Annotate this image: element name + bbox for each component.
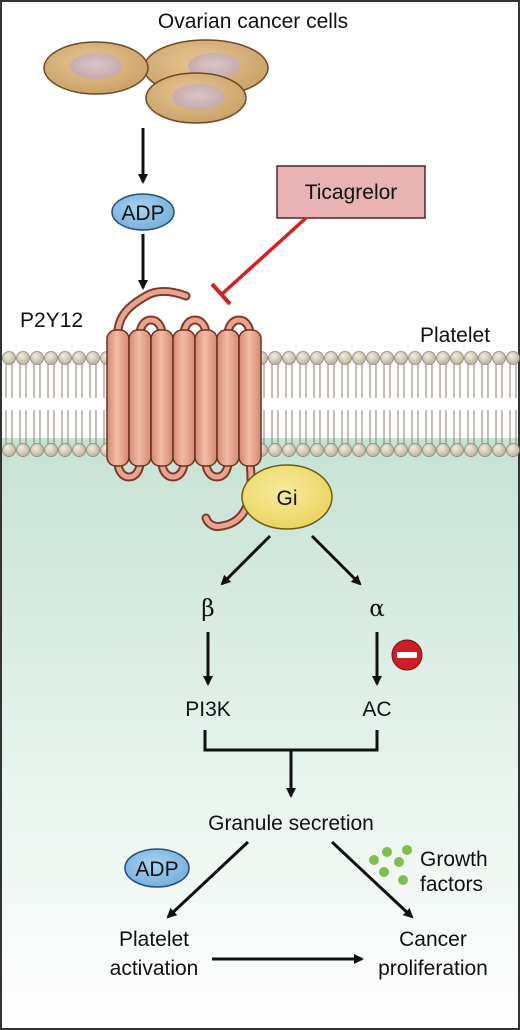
- adp-top-label: ADP: [121, 202, 164, 225]
- lipid-head: [282, 351, 296, 365]
- transmembrane-helix-3: [150, 329, 174, 467]
- lipid-head: [338, 443, 352, 457]
- lipid-head: [268, 351, 282, 365]
- pi3k-label: PI3K: [185, 698, 231, 721]
- lipid-head: [282, 443, 296, 457]
- lipid-head: [366, 443, 380, 457]
- platelet-activation-label-line2: activation: [110, 957, 199, 980]
- lipid-head: [86, 443, 100, 457]
- transmembrane-helix-6: [216, 329, 240, 467]
- lipid-head: [30, 351, 44, 365]
- lipid-head: [324, 351, 338, 365]
- arrow-granule-to-proliferation: [330, 840, 414, 919]
- lipid-head: [2, 443, 16, 457]
- lipid-head: [408, 351, 422, 365]
- arrow-gi-to-beta: [220, 534, 272, 586]
- transmembrane-helix-7: [238, 329, 262, 467]
- lipid-head: [16, 443, 30, 457]
- transmembrane-helix-4: [172, 329, 196, 467]
- platelet-activation-label-line1: Platelet: [119, 928, 189, 951]
- growth-factors-icon: [369, 845, 412, 885]
- lipid-head: [394, 351, 408, 365]
- lipid-head: [324, 443, 338, 457]
- ticagrelor-label: Ticagrelor: [305, 181, 398, 204]
- lipid-head: [492, 443, 506, 457]
- lipid-head: [408, 443, 422, 457]
- lipid-head: [380, 443, 394, 457]
- lipid-head: [72, 443, 86, 457]
- lipid-head: [394, 443, 408, 457]
- lipid-head: [478, 443, 492, 457]
- arrow-granule-to-activation: [166, 840, 250, 919]
- lipid-head: [86, 351, 100, 365]
- lipid-head: [58, 351, 72, 365]
- lipid-head: [366, 351, 380, 365]
- lipid-head: [436, 443, 450, 457]
- lipid-head: [296, 443, 310, 457]
- lipid-head: [422, 351, 436, 365]
- lipid-head: [2, 351, 16, 365]
- adp-bottom-label: ADP: [135, 858, 178, 881]
- lipid-head: [44, 351, 58, 365]
- ticagrelor-box: Ticagrelor: [276, 165, 426, 219]
- cancer-cells-label: Ovarian cancer cells: [158, 10, 348, 33]
- lipid-head: [310, 351, 324, 365]
- growth-factors-label-line1: Growth: [420, 848, 488, 871]
- lipid-head: [72, 351, 86, 365]
- gi-protein: Gi: [241, 464, 333, 530]
- lipid-head: [296, 351, 310, 365]
- cancer-proliferation-label-line2: proliferation: [378, 957, 488, 980]
- lipid-head: [268, 443, 282, 457]
- lipid-head: [352, 351, 366, 365]
- lipid-head: [506, 351, 520, 365]
- lipid-head: [380, 351, 394, 365]
- lipid-head: [492, 351, 506, 365]
- platelet-label: Platelet: [420, 324, 490, 347]
- transmembrane-helix-1: [106, 329, 130, 467]
- lipid-head: [338, 351, 352, 365]
- lipid-head: [58, 443, 72, 457]
- lipid-head: [464, 351, 478, 365]
- adp-bottom-node: ADP: [124, 848, 190, 888]
- ticagrelor-inhibition: [210, 216, 308, 306]
- lipid-head: [506, 443, 520, 457]
- p2y12-label: P2Y12: [20, 309, 83, 332]
- beta-label: β: [201, 596, 214, 622]
- cancer-proliferation-label-line1: Cancer: [399, 928, 467, 951]
- alpha-label: α: [369, 596, 385, 622]
- ac-label: AC: [362, 698, 391, 721]
- lipid-head: [478, 351, 492, 365]
- arrow-gi-to-alpha: [310, 534, 362, 586]
- gi-label: Gi: [277, 487, 298, 510]
- growth-factors-label-line2: factors: [420, 873, 483, 896]
- adp-top-node: ADP: [111, 193, 175, 231]
- lipid-head: [44, 443, 58, 457]
- lipid-head: [464, 443, 478, 457]
- lipid-head: [422, 443, 436, 457]
- lipid-head: [310, 443, 324, 457]
- lipid-head: [30, 443, 44, 457]
- transmembrane-helix-5: [194, 329, 218, 467]
- inhibition-minus-icon: [391, 639, 423, 671]
- cancer-cells-icon: [43, 39, 269, 124]
- lipid-head: [352, 443, 366, 457]
- platelet-cytoplasm: [2, 438, 518, 1028]
- lipid-head: [436, 351, 450, 365]
- granule-secretion-label: Granule secretion: [208, 812, 374, 835]
- lipid-head: [16, 351, 30, 365]
- lipid-head: [450, 443, 464, 457]
- lipid-head: [450, 351, 464, 365]
- transmembrane-helix-2: [128, 329, 152, 467]
